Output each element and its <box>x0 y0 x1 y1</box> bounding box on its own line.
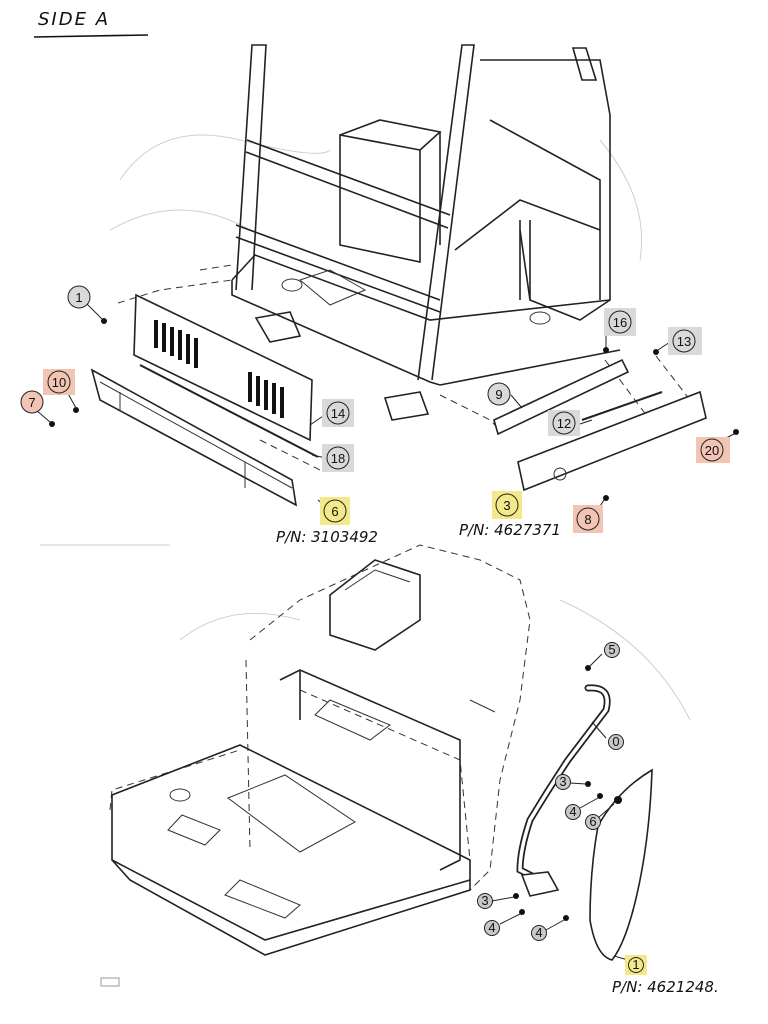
bleed-through-ghost <box>40 134 691 721</box>
callout-b0-label: 0 <box>612 734 619 749</box>
bumper-3 <box>517 390 707 492</box>
side-cover-1 <box>589 768 653 961</box>
callout-b3b: 3 <box>477 893 493 909</box>
callout-9-label: 9 <box>495 387 502 402</box>
callout-10-label: 10 <box>52 375 66 390</box>
callout-12-label: 12 <box>557 416 571 431</box>
cable-12 <box>581 391 663 421</box>
callout-b4a: 4 <box>565 804 581 820</box>
bolts-bottom <box>513 665 622 921</box>
callout-18-label: 18 <box>331 451 345 466</box>
callout-13-label: 13 <box>677 334 691 349</box>
callout-3-label: 3 <box>503 498 510 513</box>
callout-14: 14 <box>322 399 354 427</box>
callout-9: 9 <box>487 382 511 406</box>
callout-3: 3 <box>492 491 522 519</box>
callout-18: 18 <box>322 444 354 472</box>
callout-b4b-label: 4 <box>488 920 495 935</box>
callout-8-label: 8 <box>584 512 591 527</box>
pn-bottom: P/N: 4621248. <box>612 978 719 996</box>
callout-b5-label: 5 <box>608 642 615 657</box>
callout-16-label: 16 <box>613 315 627 330</box>
leader-lines-bottom <box>491 653 629 961</box>
callout-b3b-label: 3 <box>481 893 488 908</box>
callout-20: 20 <box>696 437 730 463</box>
callout-b6-label: 6 <box>589 814 596 829</box>
cab-floor-frame <box>109 544 531 956</box>
pn-left: P/N: 3103492 <box>276 528 378 546</box>
handrail-bracket <box>520 871 560 897</box>
callout-1-label: 1 <box>75 290 82 305</box>
callout-b5: 5 <box>604 642 620 658</box>
callout-b4b: 4 <box>484 920 500 936</box>
callout-6-label: 6 <box>331 504 338 519</box>
callout-7: 7 <box>20 390 44 414</box>
page-mark <box>100 977 120 987</box>
callout-7-label: 7 <box>28 395 35 410</box>
callout-16: 16 <box>604 308 636 336</box>
strip-9 <box>493 358 630 436</box>
callout-b1: 1 <box>625 955 647 975</box>
top-assembly: 1 10 7 14 18 6 16 13 9 12 20 3 8 P/N: 31… <box>20 44 739 546</box>
pn-right: P/N: 4627371 <box>459 521 561 539</box>
rod-18 <box>139 364 319 458</box>
callout-b4a-label: 4 <box>569 804 576 819</box>
callout-b1-label: 1 <box>632 957 639 972</box>
header: SIDE A <box>33 9 149 38</box>
callout-8: 8 <box>573 505 603 533</box>
callout-20-label: 20 <box>705 443 719 458</box>
callout-13: 13 <box>668 327 702 355</box>
callout-b4c: 4 <box>531 925 547 941</box>
callout-b4c-label: 4 <box>535 925 542 940</box>
grille-panel-14 <box>133 293 313 442</box>
callout-b3a: 3 <box>555 774 571 790</box>
callout-b0: 0 <box>608 734 624 750</box>
page-title: SIDE A <box>38 9 110 30</box>
callout-6: 6 <box>320 497 350 525</box>
callout-10: 10 <box>43 369 75 395</box>
callout-b3a-label: 3 <box>559 774 566 789</box>
bottom-assembly: 5 0 3 4 6 3 4 4 1 P/N: 4621248. <box>100 544 719 996</box>
callout-12: 12 <box>548 410 580 436</box>
bumper-6 <box>90 368 298 507</box>
callout-b6: 6 <box>585 814 601 830</box>
cab-frame <box>117 44 691 471</box>
title-underline <box>33 34 149 38</box>
callout-1: 1 <box>67 285 91 309</box>
bolts-top <box>49 318 739 501</box>
callout-14-label: 14 <box>331 406 345 421</box>
